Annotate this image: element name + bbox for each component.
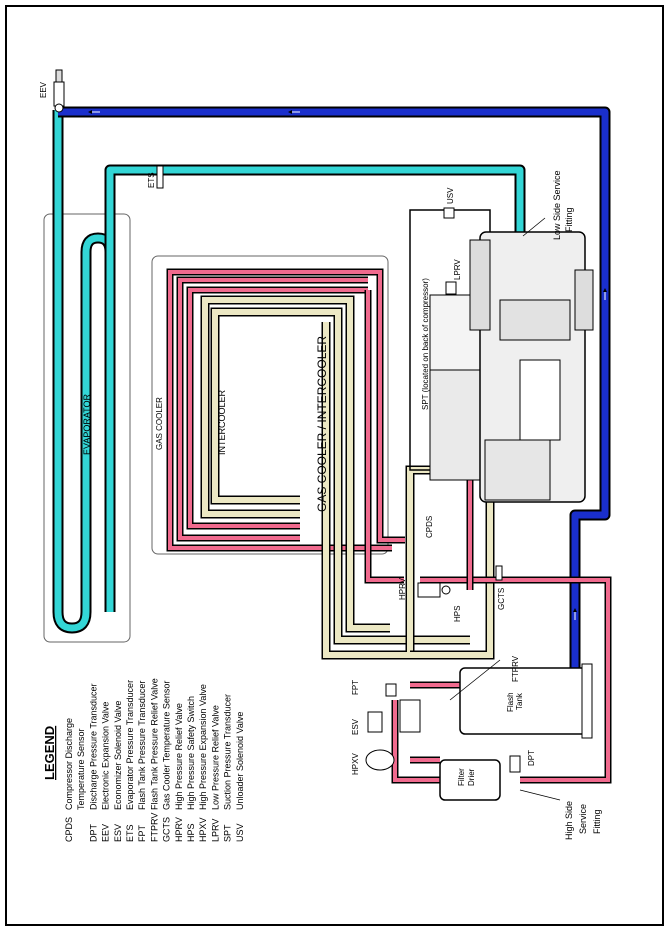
legend-description: Economizer Solenoid Valve — [113, 701, 123, 810]
legend-description: Electronic Expansion Valve — [101, 702, 111, 810]
dpt-callout: DPT — [527, 750, 536, 766]
flash-tank-label-line2: Tank — [515, 692, 524, 710]
gas-cooler-box — [151, 255, 389, 555]
lprv-callout: LPRV — [453, 259, 462, 280]
legend-description: Gas Cooler Temperature Sensor — [162, 681, 172, 810]
liquid-line — [58, 106, 611, 678]
usv-callout: USV — [446, 187, 455, 204]
suction-line — [104, 164, 526, 612]
legend-abbr: EEV — [101, 824, 111, 842]
legend-description: Discharge Pressure Transducer — [88, 683, 98, 810]
legend-description: Temperature Sensor — [76, 728, 86, 810]
legend-description: High Pressure Relief Valve — [174, 703, 184, 810]
legend-abbr: HPXV — [198, 817, 208, 842]
legend-abbr: HPS — [186, 823, 196, 842]
fpt-sensor — [385, 683, 397, 697]
hpxv-valve — [365, 749, 395, 771]
discharge-line — [391, 470, 612, 784]
legend-abbr: ETS — [125, 824, 135, 842]
gas-cooler-label: GAS COOLER — [155, 397, 164, 450]
evaporator-box — [43, 213, 131, 643]
legend-abbr: FPT — [137, 824, 147, 842]
legend-description: High Pressure Safety Switch — [186, 696, 196, 810]
gas-cooler-coil — [166, 268, 405, 584]
hps-callout: HPS — [453, 606, 462, 622]
filter-drier-label-line2: Drier — [467, 768, 476, 786]
hprv-hps-assembly — [417, 582, 451, 598]
evaporator-coil — [52, 110, 116, 634]
high-side-callout-line1: High Side — [564, 801, 574, 840]
legend-description: Low Pressure Relief Valve — [210, 705, 220, 810]
legend-abbr: HPRV — [174, 817, 184, 842]
gcts-callout: GCTS — [497, 588, 506, 610]
legend-abbr: USV — [235, 823, 245, 842]
flash-tank-label-line1: Flash — [506, 692, 515, 712]
ets-callout: ETS — [147, 172, 156, 188]
eev-callout: EEV — [39, 81, 48, 98]
esv-callout: ESV — [351, 718, 360, 735]
evaporator-label: EVAPORATOR — [82, 393, 92, 455]
low-side-callout-line2: Fitting — [564, 207, 574, 232]
eev-valve — [53, 69, 65, 113]
high-side-leader — [519, 789, 561, 801]
filter-drier-label-line1: Filter — [457, 768, 466, 786]
dpt-sensor — [509, 755, 521, 773]
legend-description: Flash Tank Pressure Relief Valve — [149, 678, 159, 810]
fpt-callout: FPT — [351, 680, 360, 695]
low-side-leader — [522, 217, 546, 237]
legend-description: Flash Tank Pressure Transducer — [137, 681, 147, 810]
flash-tank — [459, 663, 593, 739]
legend-abbr: ESV — [113, 824, 123, 842]
cpds-callout: CPDS — [425, 516, 434, 538]
ftprv-leader — [449, 659, 501, 701]
legend-abbr: GCTS — [162, 817, 172, 842]
legend-abbr: LPRV — [210, 819, 220, 842]
ets-sensor — [156, 165, 164, 189]
spt-callout: SPT (located on back of compressor) — [421, 278, 430, 410]
high-side-callout-line3: Fitting — [592, 809, 602, 834]
legend-description: High Pressure Expansion Valve — [198, 684, 208, 810]
legend-abbr: CPDS — [64, 817, 74, 842]
filter-drier — [439, 759, 501, 801]
high-side-callout-line2: Service — [578, 804, 588, 834]
intercooler-label: INTERCOOLER — [217, 389, 227, 455]
legend-title: LEGEND — [42, 726, 57, 780]
lprv-valve — [445, 281, 457, 295]
legend-description: Evaporator Pressure Transducer — [125, 680, 135, 810]
hpxv-callout: HPXV — [351, 753, 360, 775]
page-border — [5, 5, 664, 926]
legend-abbr: SPT — [223, 824, 233, 842]
compressor — [409, 209, 594, 503]
legend-description: Suction Pressure Transducer — [223, 694, 233, 810]
gas-cooler-intercooler-label: GAS COOLER / INTERCOOLER — [315, 336, 329, 512]
gcts-sensor — [495, 565, 503, 581]
legend-description: Unloader Solenoid Valve — [235, 712, 245, 810]
esv-valve — [367, 699, 421, 733]
usv-valve — [443, 207, 455, 219]
legend-abbr: DPT — [88, 823, 98, 842]
ftprv-callout: FTPRV — [511, 655, 520, 682]
legend-description: Compressor Discharge — [64, 718, 74, 810]
low-side-callout-line1: Low Side Service — [552, 170, 562, 240]
hprv-callout: HPRV — [398, 577, 407, 600]
legend-abbr: FTPRV — [149, 813, 159, 842]
